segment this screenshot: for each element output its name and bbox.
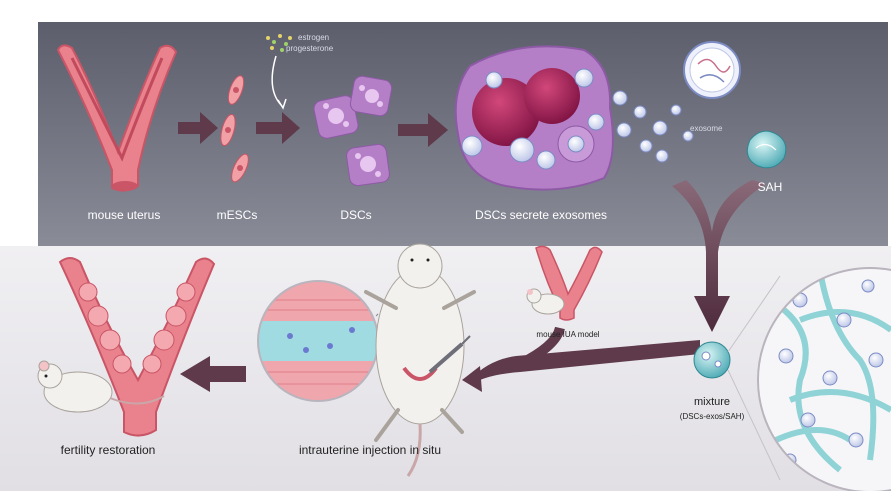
sah-hydrogel-icon <box>747 131 785 168</box>
label-mouse-iua-model: mouse IUA model <box>536 330 599 339</box>
label-mescs: mESCs <box>217 208 258 222</box>
label-dscs: DSCs <box>340 208 371 222</box>
label-estrogen: estrogen <box>298 33 329 42</box>
secreting-cell-illustration <box>456 46 613 189</box>
label-fertility-restoration: fertility restoration <box>61 443 156 457</box>
label-progesterone: progesterone <box>286 44 333 53</box>
exosome-detail-icon <box>684 42 740 98</box>
label-mixture: mixture <box>694 396 730 408</box>
label-intrauterine-injection: intrauterine injection in situ <box>299 443 441 457</box>
label-sah: SAH <box>758 180 783 194</box>
label-mixture-detail: (DSCs-exos/SAH) <box>680 412 744 421</box>
label-mouse-uterus: mouse uterus <box>88 208 161 222</box>
label-exosome: exosome <box>690 124 722 133</box>
label-dscs-secrete-exosomes: DSCs secrete exosomes <box>475 208 607 222</box>
